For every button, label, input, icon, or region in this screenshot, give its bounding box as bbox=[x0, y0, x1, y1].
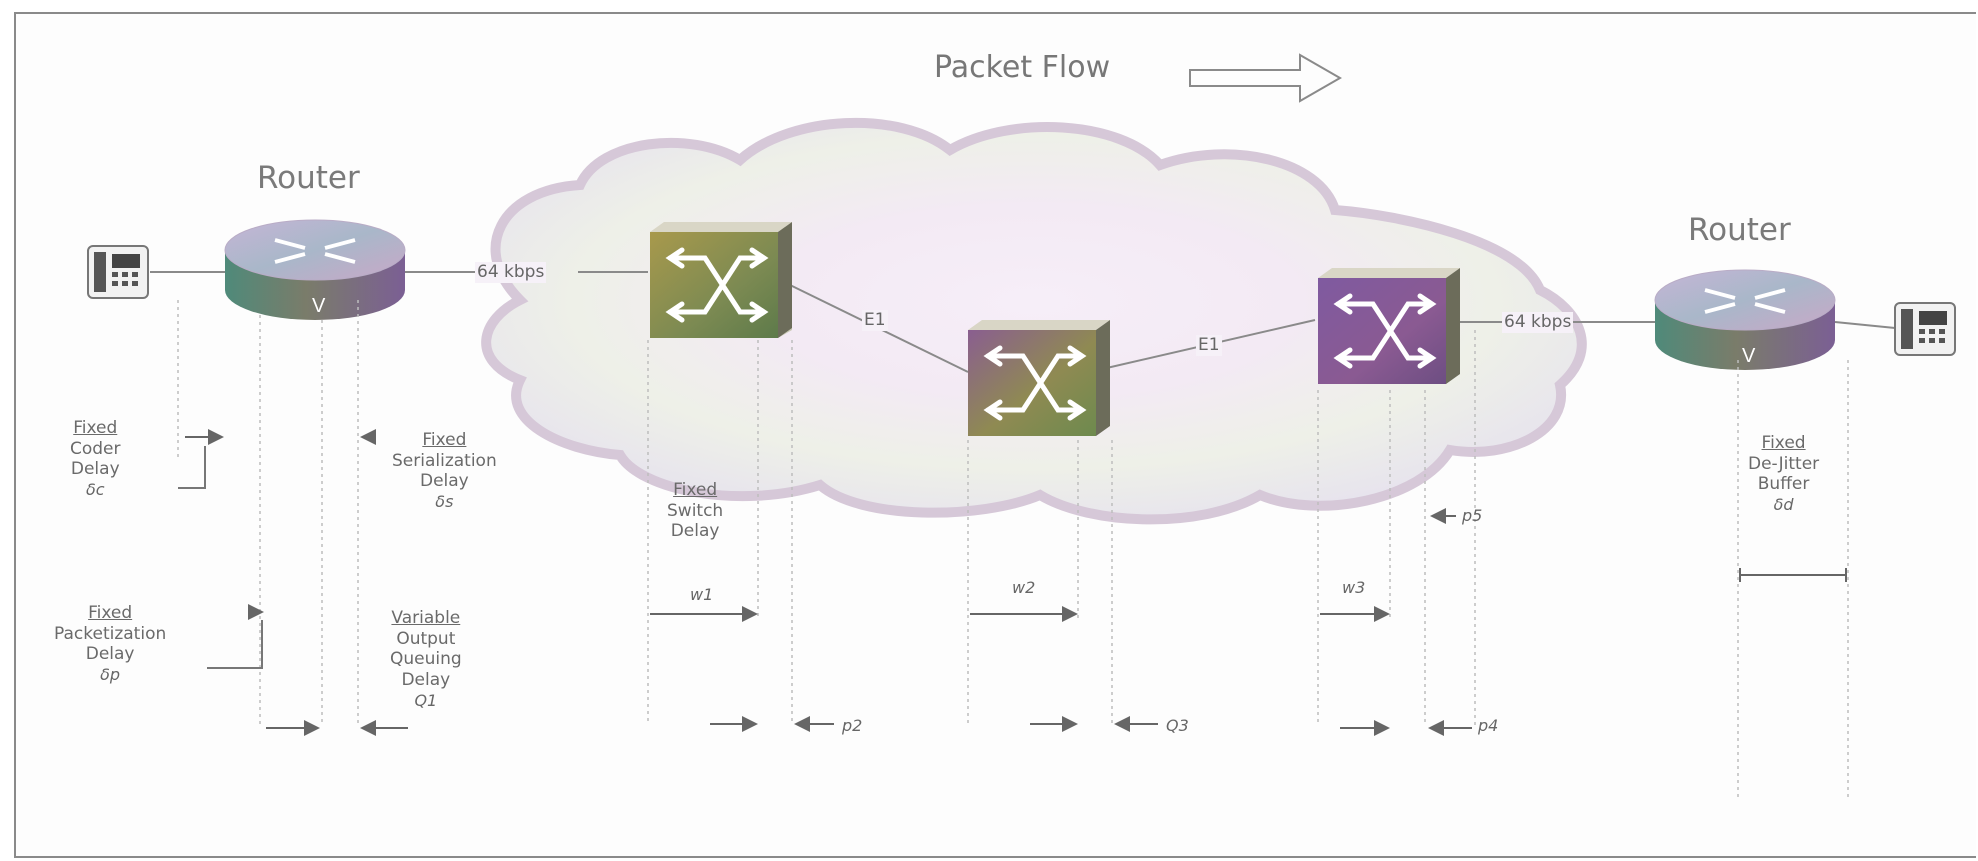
serialization-delay-line3: Delay bbox=[419, 471, 469, 492]
router-icon-right: V bbox=[1654, 269, 1836, 370]
dejitter-line1: Fixed bbox=[1761, 433, 1806, 453]
packetization-delay-line2: Packetization bbox=[54, 623, 167, 644]
bracket-lines bbox=[178, 446, 263, 669]
coder-delay-symbol: δc bbox=[85, 480, 105, 500]
symbol-w3: w3 bbox=[1342, 578, 1366, 597]
router-right-label: Router bbox=[1688, 212, 1791, 248]
router-badge-left: V bbox=[312, 295, 326, 317]
coder-delay-line1: Fixed bbox=[73, 418, 118, 438]
serialization-delay-label: Fixed Serialization Delay δs bbox=[392, 430, 497, 512]
queuing-delay-label: Variable Output Queuing Delay Q1 bbox=[390, 608, 462, 710]
link-right-trunk-label: 64 kbps bbox=[1502, 312, 1574, 333]
switch-icon-3 bbox=[1318, 268, 1460, 384]
dejitter-line3: Buffer bbox=[1757, 474, 1810, 495]
dejitter-buffer-label: Fixed De-Jitter Buffer δd bbox=[1748, 433, 1819, 515]
packet-flow-label: Packet Flow bbox=[934, 50, 1111, 85]
queuing-delay-line4: Delay bbox=[401, 670, 451, 691]
queuing-delay-line1: Variable bbox=[391, 608, 461, 628]
router-icon-left: V bbox=[224, 219, 406, 320]
packetization-delay-line3: Delay bbox=[85, 644, 135, 665]
delay-arrows bbox=[185, 429, 1847, 736]
coder-delay-line2: Coder bbox=[70, 438, 121, 459]
symbol-q3: Q3 bbox=[1166, 716, 1189, 735]
symbol-p2: p2 bbox=[842, 716, 863, 735]
link-left-trunk-label: 64 kbps bbox=[475, 262, 547, 283]
switch-delay-line2: Switch bbox=[667, 500, 724, 521]
symbol-w1: w1 bbox=[690, 585, 714, 604]
switch-icon-1 bbox=[650, 222, 792, 338]
router-left-label: Router bbox=[257, 160, 360, 196]
switch-delay-label: Fixed Switch Delay bbox=[667, 480, 723, 542]
queuing-delay-line3: Queuing bbox=[390, 649, 462, 670]
queuing-delay-line2: Output bbox=[396, 628, 456, 649]
link-e1-a-label: E1 bbox=[862, 310, 888, 331]
symbol-w2: w2 bbox=[1012, 578, 1036, 597]
telephone-icon-left bbox=[87, 245, 149, 299]
packet-flow-arrow-icon bbox=[1189, 53, 1343, 103]
symbol-p4: p4 bbox=[1478, 716, 1499, 735]
coder-delay-label: Fixed Coder Delay δc bbox=[70, 418, 121, 500]
symbol-p5: p5 bbox=[1462, 506, 1483, 525]
serialization-delay-line1: Fixed bbox=[422, 430, 467, 450]
packetization-delay-label: Fixed Packetization Delay δp bbox=[54, 603, 166, 685]
telephone-icon-right bbox=[1894, 302, 1956, 356]
packetization-delay-symbol: δp bbox=[100, 665, 121, 685]
coder-delay-line3: Delay bbox=[70, 459, 120, 480]
switch-icon-2 bbox=[968, 320, 1110, 436]
switch-delay-line3: Delay bbox=[670, 521, 720, 542]
dejitter-symbol: δd bbox=[1773, 495, 1794, 515]
router-badge-right: V bbox=[1742, 345, 1756, 367]
queuing-delay-symbol: Q1 bbox=[414, 690, 438, 710]
switch-delay-line1: Fixed bbox=[673, 480, 718, 500]
serialization-delay-symbol: δs bbox=[435, 492, 454, 512]
dotted-guides bbox=[177, 300, 1849, 800]
packetization-delay-line1: Fixed bbox=[88, 603, 133, 623]
link-e1-b-label: E1 bbox=[1196, 335, 1222, 356]
serialization-delay-line2: Serialization bbox=[392, 450, 497, 471]
dejitter-line2: De-Jitter bbox=[1748, 453, 1820, 474]
